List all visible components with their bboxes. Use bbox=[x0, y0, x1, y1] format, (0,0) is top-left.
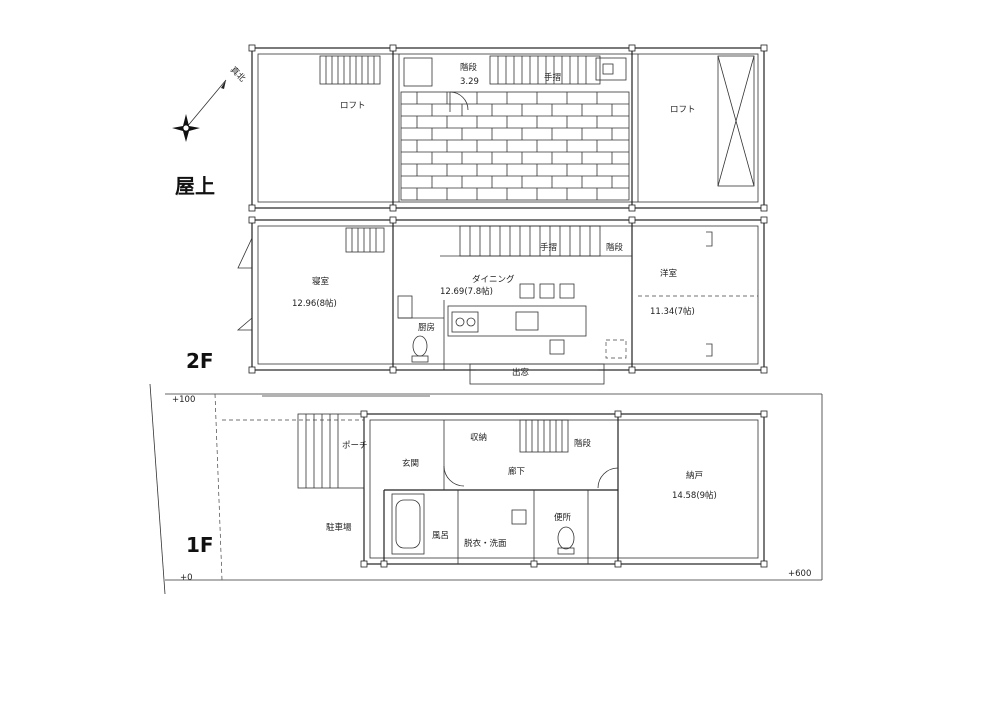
second-floor-title: 2F bbox=[186, 349, 214, 373]
parking-label: 駐車場 bbox=[326, 522, 352, 533]
roof-loft-right-label: ロフト bbox=[670, 105, 696, 115]
compass-icon: 真北 bbox=[172, 64, 248, 142]
second-floor-plan: 寝室 12.96(8帖) ダイニング 12.69(7.8帖) 手摺 階段 洋室 … bbox=[186, 216, 768, 385]
toilet-label: 便所 bbox=[554, 512, 572, 523]
roof-stairs-label: 階段 bbox=[460, 62, 478, 73]
bedroom-label: 寝室 bbox=[312, 276, 330, 287]
porch-label: ポーチ bbox=[342, 441, 368, 451]
western-room-area: 11.34(7帖) bbox=[650, 306, 695, 317]
roof-loft-left-label: ロフト bbox=[340, 101, 366, 111]
wash-label: 脱衣・洗面 bbox=[464, 538, 507, 549]
bay-window-label: 出窓 bbox=[512, 367, 530, 378]
roof-stairs-area: 3.29 bbox=[460, 77, 479, 87]
entrance-label: 玄関 bbox=[402, 458, 419, 469]
level-bottom-right: +600 bbox=[788, 569, 811, 579]
hallway-label: 廊下 bbox=[508, 466, 526, 477]
western-room-label: 洋室 bbox=[660, 268, 678, 279]
storage-label: 収納 bbox=[470, 432, 487, 443]
level-top: +100 bbox=[172, 395, 195, 405]
second-handrail-label: 手摺 bbox=[540, 242, 557, 253]
roof-floor-title: 屋上 bbox=[175, 174, 215, 198]
bedroom-area: 12.96(8帖) bbox=[292, 298, 337, 309]
first-stairs-label: 階段 bbox=[574, 438, 592, 449]
roof-deck-tiles bbox=[400, 91, 630, 201]
first-floor-title: 1F bbox=[186, 533, 214, 557]
roof-handrail-label: 手摺 bbox=[544, 72, 561, 83]
bath-label: 風呂 bbox=[432, 531, 449, 541]
level-bottom-left: +0 bbox=[180, 573, 193, 583]
kitchen-label: 厨房 bbox=[418, 322, 435, 333]
roof-floor-plan: ロフト 階段 3.29 手摺 ロフト 屋上 bbox=[175, 44, 768, 212]
dining-label: ダイニング bbox=[472, 274, 515, 285]
first-floor-plan: ポーチ 玄関 収納 階段 廊下 納戸 14.58(9帖) 駐車場 風呂 脱衣・洗… bbox=[149, 383, 823, 595]
closet-area: 14.58(9帖) bbox=[672, 490, 717, 501]
closet-label: 納戸 bbox=[686, 470, 703, 481]
second-stairs-label: 階段 bbox=[606, 242, 624, 253]
north-label: 真北 bbox=[228, 64, 248, 84]
dining-area: 12.69(7.8帖) bbox=[440, 286, 493, 297]
